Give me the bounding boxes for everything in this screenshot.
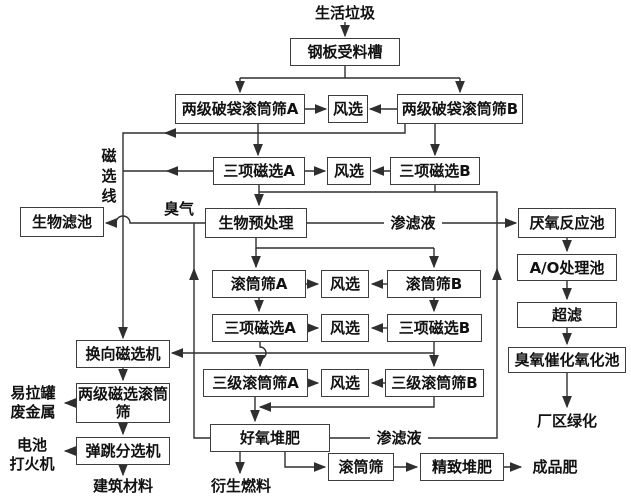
node-wind-sorting-2: 风选: [327, 157, 371, 185]
odor-label: 臭气: [163, 200, 194, 218]
node-wind-sorting-4: 风选: [321, 314, 369, 342]
magnetic-line-label: 磁 选 线: [101, 147, 117, 205]
node-biological-pretreatment: 生物预处理: [205, 208, 307, 238]
node-wind-sorting-5: 风选: [321, 369, 369, 397]
leachate-label-top: 渗滤液: [384, 214, 442, 232]
node-three-phase-magnetic-a1: 三项磁选A: [213, 157, 305, 185]
node-ultrafiltration: 超滤: [517, 302, 617, 328]
derived-fuel-label: 衍生燃料: [210, 477, 271, 495]
cans-scrap-metal-label: 易拉罐 废金属: [10, 384, 56, 421]
node-ao-treatment-pool: A/O处理池: [517, 254, 617, 281]
node-ozone-catalytic-oxidation: 臭氧催化氧化池: [508, 347, 626, 373]
node-aerobic-composting: 好氧堆肥: [210, 424, 330, 452]
node-three-phase-magnetic-b2: 三项磁选B: [387, 314, 482, 342]
leachate-label-bottom: 渗滤液: [370, 429, 428, 447]
node-drum-screen-b: 滚筒筛B: [387, 270, 481, 298]
node-drum-screen-final: 滚筒筛: [328, 453, 394, 481]
construction-materials-label: 建筑材料: [92, 477, 153, 495]
node-three-phase-magnetic-a2: 三项磁选A: [212, 314, 308, 342]
node-drum-screen-a: 滚筒筛A: [212, 270, 306, 298]
node-bag-breaking-drum-screen-b: 两级破袋滚筒筛B: [397, 94, 523, 124]
node-two-stage-magnetic-drum-screen: 两级磁选滚筒筛: [76, 383, 170, 423]
node-bag-breaking-drum-screen-a: 两级破袋滚筒筛A: [175, 94, 305, 124]
node-tertiary-drum-screen-a: 三级滚筒筛A: [203, 369, 308, 397]
node-wind-sorting-1: 风选: [328, 95, 368, 123]
node-bounce-sorter: 弹跳分选机: [76, 437, 170, 465]
node-reversing-magnetic-separator: 换向磁选机: [76, 340, 170, 368]
finished-fertilizer-label: 成品肥: [532, 458, 578, 476]
node-tertiary-drum-screen-b: 三级滚筒筛B: [385, 369, 484, 397]
node-anaerobic-reactor: 厌氧反应池: [518, 208, 616, 238]
node-fine-composting: 精致堆肥: [420, 453, 504, 481]
plant-greening-label: 厂区绿化: [536, 412, 597, 430]
node-three-phase-magnetic-b1: 三项磁选B: [390, 157, 480, 185]
node-biofilter: 生物滤池: [20, 207, 104, 237]
node-wind-sorting-3: 风选: [321, 270, 369, 298]
battery-lighter-label: 电池 打火机: [9, 436, 55, 473]
node-steel-receiving-trough: 钢板受料槽: [290, 38, 400, 66]
source-household-waste-label: 生活垃圾: [314, 4, 375, 22]
